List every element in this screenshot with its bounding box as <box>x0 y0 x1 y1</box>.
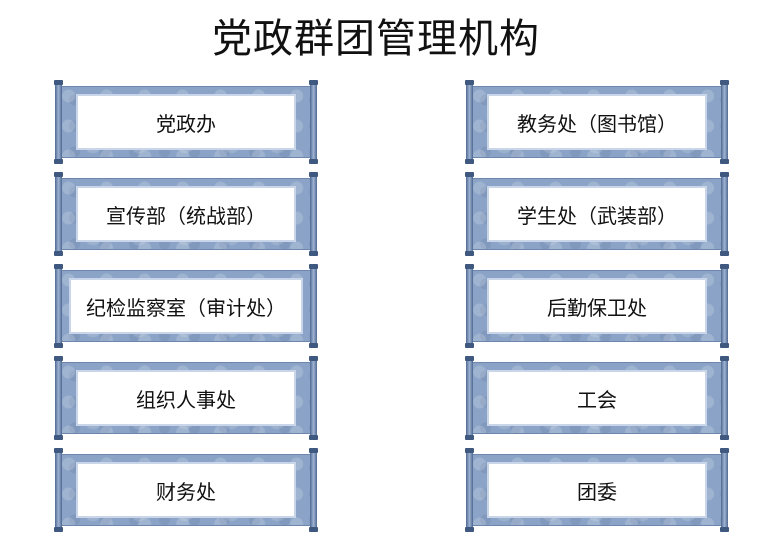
unit-scroll-youth-league: 团委 <box>465 448 729 532</box>
left-column: 党政办 宣传部（统战部） 纪检监察室（审计处） 组织人事处 财务处 <box>54 80 318 542</box>
scroll-rod-left <box>465 80 474 164</box>
unit-scroll-personnel: 组织人事处 <box>54 356 318 440</box>
unit-label: 宣传部（统战部） <box>76 186 296 242</box>
unit-label: 组织人事处 <box>76 370 296 426</box>
scroll-rod-right <box>309 264 318 348</box>
scroll-rod-left <box>465 264 474 348</box>
scroll-rod-right <box>720 264 729 348</box>
diagram-title: 党政群团管理机构 <box>212 16 540 62</box>
unit-scroll-logistics: 后勤保卫处 <box>465 264 729 348</box>
scroll-rod-left <box>465 356 474 440</box>
scroll-rod-right <box>309 448 318 532</box>
unit-scroll-discipline: 纪检监察室（审计处） <box>54 264 318 348</box>
unit-scroll-publicity: 宣传部（统战部） <box>54 172 318 256</box>
unit-label: 学生处（武装部） <box>487 186 707 242</box>
scroll-rod-left <box>465 448 474 532</box>
scroll-rod-left <box>465 172 474 256</box>
unit-label: 团委 <box>487 462 707 518</box>
unit-scroll-academic: 教务处（图书馆） <box>465 80 729 164</box>
unit-label: 后勤保卫处 <box>487 278 707 334</box>
unit-scroll-finance: 财务处 <box>54 448 318 532</box>
scroll-rod-right <box>720 448 729 532</box>
unit-label: 纪检监察室（审计处） <box>69 278 303 334</box>
scroll-rod-left <box>54 448 63 532</box>
unit-label: 教务处（图书馆） <box>487 94 707 150</box>
scroll-rod-right <box>309 172 318 256</box>
unit-scroll-union: 工会 <box>465 356 729 440</box>
scroll-rod-left <box>54 80 63 164</box>
scroll-rod-right <box>309 356 318 440</box>
scroll-rod-left <box>54 172 63 256</box>
scroll-rod-right <box>720 80 729 164</box>
scroll-rod-right <box>720 172 729 256</box>
unit-scroll-student: 学生处（武装部） <box>465 172 729 256</box>
unit-label: 党政办 <box>76 94 296 150</box>
unit-label: 财务处 <box>76 462 296 518</box>
scroll-rod-left <box>54 264 63 348</box>
scroll-rod-right <box>720 356 729 440</box>
scroll-rod-right <box>309 80 318 164</box>
unit-scroll-party-office: 党政办 <box>54 80 318 164</box>
scroll-rod-left <box>54 356 63 440</box>
right-column: 教务处（图书馆） 学生处（武装部） 后勤保卫处 工会 团委 <box>465 80 729 542</box>
unit-label: 工会 <box>487 370 707 426</box>
